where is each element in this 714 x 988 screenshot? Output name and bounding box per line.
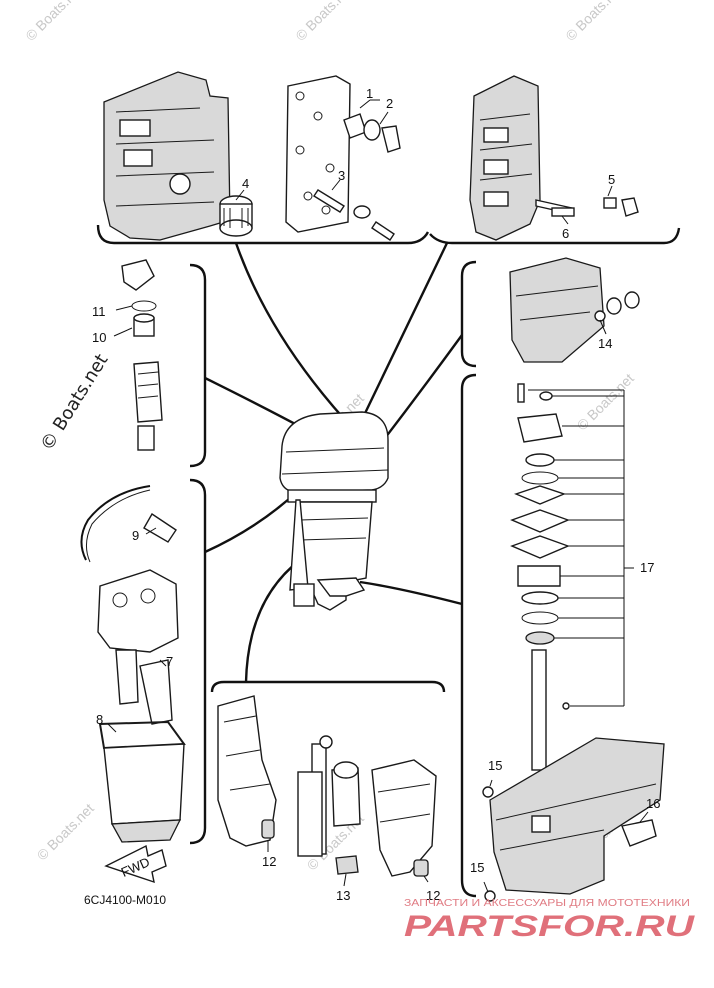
exhaust-guide (509, 257, 640, 363)
fuel-filter-assembly (113, 259, 163, 451)
oil-filter (219, 189, 253, 237)
callout-11: 11 (92, 304, 106, 319)
water-pump-stack (510, 383, 570, 771)
lower-unit (482, 737, 665, 902)
callout-12-right: 12 (426, 888, 440, 903)
powerhead-block-right (469, 75, 541, 241)
callout-17: 17 (640, 560, 654, 575)
callout-2: 2 (386, 96, 393, 111)
brand-title: PARTSFOR.RU (404, 910, 696, 943)
figure-code: 6CJ4100-M010 (84, 893, 166, 907)
callout-4: 4 (242, 176, 249, 191)
top-right-bracket (429, 227, 681, 245)
callout-15-upper: 15 (488, 758, 502, 773)
clamp-bracket-left (217, 695, 277, 852)
right-upper-bracket (460, 260, 477, 368)
callout-6: 6 (562, 226, 569, 241)
bottom-center-bracket (210, 680, 446, 693)
watermark-main: © Boats.net (36, 350, 112, 454)
callout-9: 9 (132, 528, 139, 543)
fuel-hose-and-pump (80, 485, 179, 725)
left-upper-bracket (189, 263, 207, 468)
brand-watermark: ЗАПЧАСТИ И АКСЕССУАРЫ ДЛЯ МОТОТЕХНИКИ PA… (404, 897, 696, 943)
left-lower-bracket (189, 478, 207, 845)
callout-numbers: 1 2 3 4 5 6 7 8 9 10 11 12 12 13 14 15 1… (92, 86, 660, 903)
leader-fan-17 (528, 389, 634, 707)
watermark-faint-top-right: © Boats.net (562, 0, 625, 44)
callout-14: 14 (598, 336, 612, 351)
tilt-unit (297, 735, 361, 887)
callout-10: 10 (92, 330, 106, 345)
callout-5: 5 (608, 172, 615, 187)
right-lower-bracket (460, 373, 477, 898)
fwd-arrow: FWD (104, 844, 167, 884)
callout-12-left: 12 (262, 854, 276, 869)
cylinder-head-cover (285, 75, 401, 241)
callout-13: 13 (336, 888, 350, 903)
watermark-faint-top-left: © Boats.net (22, 0, 85, 44)
callout-16: 16 (646, 796, 660, 811)
callout-3: 3 (338, 168, 345, 183)
callout-15-lower: 15 (470, 860, 484, 875)
callout-7: 7 (166, 654, 173, 669)
watermark-faint-top-mid: © Boats.net (292, 0, 355, 44)
brand-subtitle: ЗАПЧАСТИ И АКСЕССУАРЫ ДЛЯ МОТОТЕХНИКИ (404, 897, 690, 909)
callout-8: 8 (96, 712, 103, 727)
callout-1: 1 (366, 86, 373, 101)
thermostat-parts (535, 185, 639, 225)
top-left-bracket (96, 224, 430, 245)
clamp-bracket-right (371, 759, 437, 883)
watermark-faint-lower-left: © Boats.net (34, 800, 97, 863)
outboard-motor (279, 411, 389, 611)
powerhead-block-left (103, 71, 231, 241)
watermark-faint-right: © Boats.net (574, 370, 637, 433)
vapor-separator (98, 720, 186, 843)
